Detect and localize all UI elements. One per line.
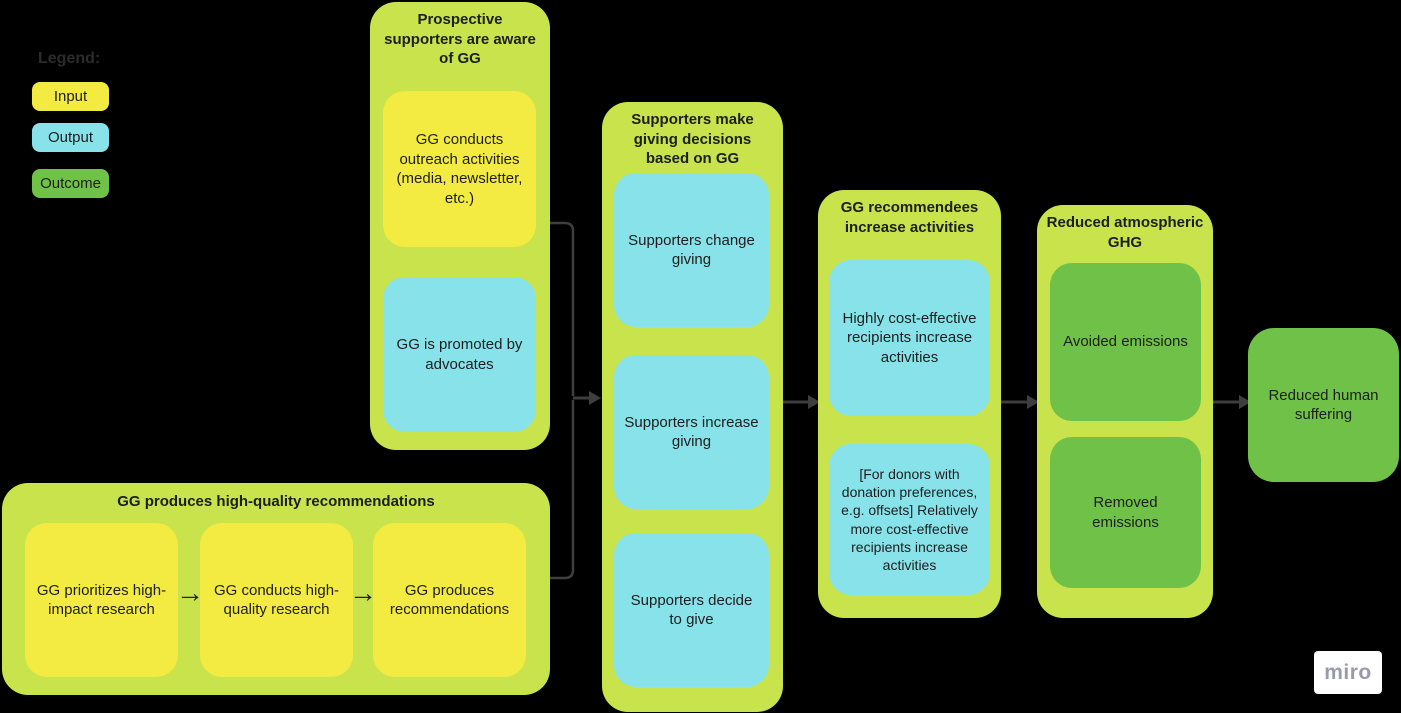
node-promoted-by-advocates[interactable]: GG is promoted by advocates xyxy=(383,277,536,432)
group-ghg-title: Reduced atmospheric GHG xyxy=(1046,214,1204,251)
node-reduced-human-suffering-label: Reduced human suffering xyxy=(1268,386,1379,424)
node-prioritizes-research[interactable]: GG prioritizes high-impact research xyxy=(25,523,178,677)
group-decisions-title: Supporters make giving decisions based o… xyxy=(631,111,754,167)
legend-title: Legend: xyxy=(38,50,101,67)
node-donor-preference-recipients-label: [For donors with donation preferences, e… xyxy=(841,465,978,573)
node-outreach-activities-label: GG conducts outreach activities (media, … xyxy=(396,131,523,207)
legend-chip-outcome-label: Outcome xyxy=(40,175,101,192)
connector-research-to-decisions xyxy=(550,400,575,580)
group-ghg[interactable]: Reduced atmospheric GHG Avoided emission… xyxy=(1037,205,1213,618)
miro-watermark[interactable]: miro xyxy=(1314,651,1382,694)
node-supporters-increase-giving[interactable]: Supporters increase giving xyxy=(614,355,769,509)
legend-chip-outcome[interactable]: Outcome xyxy=(32,169,109,198)
node-removed-emissions[interactable]: Removed emissions xyxy=(1050,437,1201,588)
legend-chip-input-label: Input xyxy=(53,88,88,105)
node-supporters-decide-to-give-label: Supporters decide to give xyxy=(630,591,753,629)
connector-awareness-to-decisions xyxy=(548,221,575,396)
node-prioritizes-research-label: GG prioritizes high-impact research xyxy=(36,581,167,619)
node-cost-effective-recipients[interactable]: Highly cost-effective recipients increas… xyxy=(829,260,990,416)
group-decisions[interactable]: Supporters make giving decisions based o… xyxy=(602,102,783,712)
miro-watermark-label: miro xyxy=(1324,660,1372,684)
node-avoided-emissions[interactable]: Avoided emissions xyxy=(1050,263,1201,421)
node-conducts-research[interactable]: GG conducts high-quality research xyxy=(200,523,353,677)
node-produces-recommendations[interactable]: GG produces recommendations xyxy=(373,523,526,677)
group-recommendees-title: GG recommendees increase activities xyxy=(840,199,979,236)
right-arrow-icon: → xyxy=(176,577,204,608)
group-awareness[interactable]: Prospective supporters are aware of GG G… xyxy=(370,2,550,450)
node-reduced-human-suffering[interactable]: Reduced human suffering xyxy=(1248,328,1399,482)
node-cost-effective-recipients-label: Highly cost-effective recipients increas… xyxy=(842,309,977,366)
group-research[interactable]: GG produces high-quality recommendations… xyxy=(2,483,550,695)
node-produces-recommendations-label: GG produces recommendations xyxy=(389,581,510,619)
node-supporters-increase-giving-label: Supporters increase giving xyxy=(624,413,759,451)
legend-chip-output-label: Output xyxy=(47,129,94,146)
node-supporters-change-giving-label: Supporters change giving xyxy=(628,231,755,269)
node-promoted-by-advocates-label: GG is promoted by advocates xyxy=(396,336,523,373)
node-avoided-emissions-label: Avoided emissions xyxy=(1063,333,1188,351)
right-arrow-icon: → xyxy=(349,577,377,608)
arrowhead-into-decisions xyxy=(589,391,601,405)
node-outreach-activities[interactable]: GG conducts outreach activities (media, … xyxy=(383,91,536,247)
group-awareness-title: Prospective supporters are aware of GG xyxy=(384,11,536,67)
group-recommendees[interactable]: GG recommendees increase activities High… xyxy=(818,190,1001,618)
legend-chip-output[interactable]: Output xyxy=(32,123,109,152)
legend-chip-input[interactable]: Input xyxy=(32,82,109,111)
node-donor-preference-recipients[interactable]: [For donors with donation preferences, e… xyxy=(829,444,990,595)
node-removed-emissions-label: Removed emissions xyxy=(1092,494,1159,531)
node-supporters-change-giving[interactable]: Supporters change giving xyxy=(614,173,769,327)
node-conducts-research-label: GG conducts high-quality research xyxy=(213,581,340,619)
group-research-title: GG produces high-quality recommendations xyxy=(117,493,435,510)
node-supporters-decide-to-give[interactable]: Supporters decide to give xyxy=(614,533,769,687)
